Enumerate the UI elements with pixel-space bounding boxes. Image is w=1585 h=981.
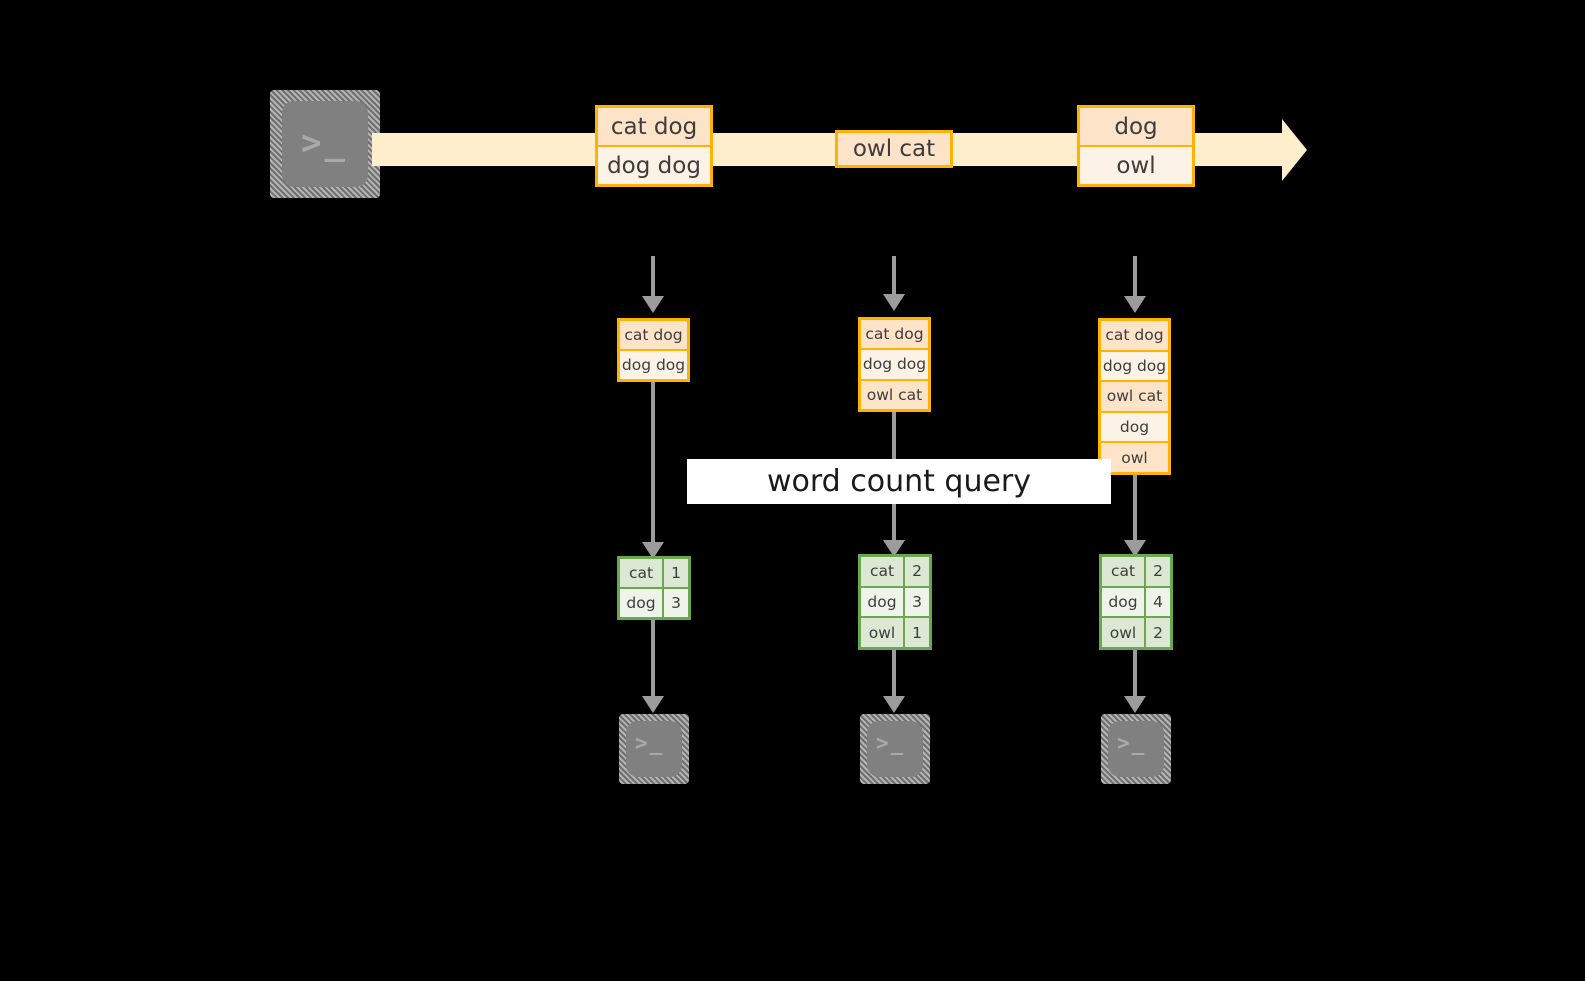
source-terminal-icon: >_ — [270, 90, 380, 198]
result-word: cat — [861, 557, 905, 586]
result-word: dog — [620, 589, 664, 617]
accumulated-record: dog dog — [1101, 351, 1168, 383]
result-count: 2 — [1146, 557, 1170, 586]
stream-record: dog dog — [598, 147, 710, 184]
terminal-prompt-glyph: >_ — [1117, 731, 1147, 755]
stage-3-trigger-arrow-head — [1124, 296, 1146, 313]
stream-group-1: cat dog dog dog — [595, 105, 713, 187]
stage-1-query-arrow-shaft — [651, 382, 655, 548]
sink-terminal-icon-2: >_ — [860, 714, 930, 784]
stream-group-3: dog owl — [1077, 105, 1195, 187]
accumulated-record: owl — [1101, 443, 1168, 472]
accumulated-records-1: cat dog dog dog — [617, 318, 690, 382]
sink-terminal-icon-1: >_ — [619, 714, 689, 784]
result-word: owl — [861, 618, 905, 648]
table-row: cat 2 — [861, 557, 929, 588]
result-count: 1 — [664, 559, 688, 587]
stream-record: cat dog — [598, 108, 710, 147]
word-count-result-2: cat 2 dog 3 owl 1 — [858, 554, 932, 650]
result-count: 1 — [905, 618, 929, 648]
terminal-prompt-glyph: >_ — [301, 123, 348, 163]
result-count: 4 — [1146, 587, 1170, 617]
word-count-query-banner: word count query — [687, 459, 1111, 504]
table-row: owl 2 — [1102, 618, 1170, 648]
accumulated-record: owl cat — [861, 380, 928, 409]
stage-2-query-arrow-head — [883, 540, 905, 557]
stream-record: dog — [1080, 108, 1192, 147]
stage-1-output-arrow-shaft — [651, 620, 655, 700]
stage-1-trigger-arrow-head — [642, 296, 664, 313]
result-word: cat — [1102, 557, 1146, 586]
terminal-body — [1108, 721, 1164, 777]
stage-3-query-arrow-head — [1124, 540, 1146, 557]
table-row: cat 1 — [620, 559, 688, 589]
stage-2-trigger-arrow-head — [883, 294, 905, 311]
table-row: dog 3 — [620, 589, 688, 617]
terminal-body — [282, 101, 368, 187]
stage-3-output-arrow-shaft — [1133, 650, 1137, 700]
stage-1-output-arrow-head — [642, 696, 664, 713]
result-count: 2 — [1146, 618, 1170, 648]
terminal-prompt-glyph: >_ — [635, 731, 665, 755]
accumulated-record: dog — [1101, 412, 1168, 444]
result-word: dog — [861, 587, 905, 617]
table-row: cat 2 — [1102, 557, 1170, 588]
result-count: 2 — [905, 557, 929, 586]
stage-2-output-arrow-shaft — [892, 650, 896, 700]
result-count: 3 — [664, 589, 688, 617]
accumulated-records-3: cat dog dog dog owl cat dog owl — [1098, 318, 1171, 475]
sink-terminal-icon-3: >_ — [1101, 714, 1171, 784]
stage-2-output-arrow-head — [883, 696, 905, 713]
result-word: owl — [1102, 618, 1146, 648]
word-count-query-label: word count query — [766, 464, 1032, 499]
accumulated-record: cat dog — [620, 321, 687, 351]
result-word: dog — [1102, 587, 1146, 617]
terminal-prompt-glyph: >_ — [876, 731, 906, 755]
stream-arrow-head — [1282, 119, 1307, 181]
stage-3-query-arrow-shaft — [1133, 475, 1137, 549]
stream-record: owl — [1080, 147, 1192, 184]
accumulated-record: cat dog — [1101, 321, 1168, 352]
stream-group-2: owl cat — [835, 130, 953, 168]
terminal-body — [626, 721, 682, 777]
stream-record: owl cat — [838, 133, 950, 165]
stage-1-query-arrow-head — [642, 542, 664, 559]
terminal-body — [867, 721, 923, 777]
table-row: dog 3 — [861, 587, 929, 619]
word-count-result-3: cat 2 dog 4 owl 2 — [1099, 554, 1173, 650]
accumulated-record: dog dog — [861, 350, 928, 381]
table-row: dog 4 — [1102, 587, 1170, 619]
accumulated-record: cat dog — [861, 320, 928, 351]
accumulated-record: owl cat — [1101, 382, 1168, 413]
result-word: cat — [620, 559, 664, 587]
stage-3-output-arrow-head — [1124, 696, 1146, 713]
accumulated-records-2: cat dog dog dog owl cat — [858, 317, 931, 412]
stage-3-trigger-arrow-shaft — [1133, 256, 1137, 302]
word-count-result-1: cat 1 dog 3 — [617, 556, 691, 620]
result-count: 3 — [905, 587, 929, 617]
table-row: owl 1 — [861, 618, 929, 648]
accumulated-record: dog dog — [620, 351, 687, 379]
stage-2-trigger-arrow-shaft — [892, 256, 896, 300]
stage-1-trigger-arrow-shaft — [651, 256, 655, 302]
